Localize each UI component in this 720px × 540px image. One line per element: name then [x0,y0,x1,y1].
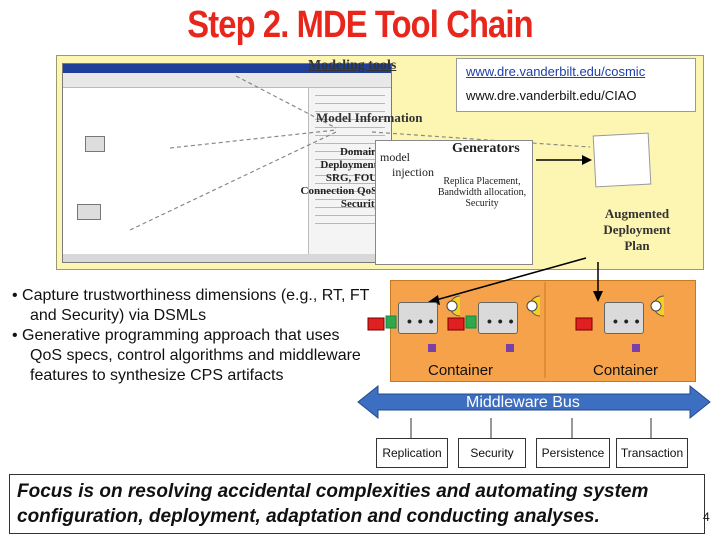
modeling-tools-label: Modeling tools [308,58,397,73]
service-replication: Replication [376,438,448,468]
slide-title: Step 2. MDE Tool Chain [187,4,533,46]
modeling-tool-screenshot [62,63,392,263]
component: • • • [604,302,644,334]
window-statusbar [63,254,391,262]
container-label-left: Container [428,362,494,379]
container-label-right: Container [593,362,659,379]
bullet-item: • Capture trustworthiness dimensions (e.… [12,287,370,324]
links-box [456,58,696,112]
model-details: Domain, Deployment, SRG, FOU, Connection… [300,146,380,210]
component: • • • [398,302,438,334]
injection-label: injection [392,165,434,179]
service-security: Security [458,438,526,468]
augmented-deployment-plan-label: Augmented Deployment Plan [603,206,671,253]
generators-box [375,140,533,265]
service-transaction: Transaction [616,438,688,468]
service-persistence: Persistence [536,438,610,468]
bullet-list: • Capture trustworthiness dimensions (e.… [12,286,372,386]
model-label: model [380,150,410,164]
link-cosmic[interactable]: www.dre.vanderbilt.edu/cosmic [466,64,646,79]
focus-statement: Focus is on resolving accidental complex… [17,481,649,527]
page-number: 4 [703,510,710,524]
component: • • • [478,302,518,334]
window-titlebar [63,64,391,73]
link-ciao[interactable]: www.dre.vanderbilt.edu/CIAO [466,88,637,103]
model-node-icon [77,204,101,220]
bullet-item: • Generative programming approach that u… [12,327,361,384]
focus-box [9,474,705,534]
model-information-label: Model Information [316,110,423,125]
window-menubar [63,73,391,88]
container-area [390,280,696,382]
middleware-bus-label: Middleware Bus [466,394,580,411]
generators-label: Generators [452,141,520,156]
model-node-icon [85,136,105,152]
generator-outputs: Replica Placement, Bandwidth allocation,… [437,176,527,209]
